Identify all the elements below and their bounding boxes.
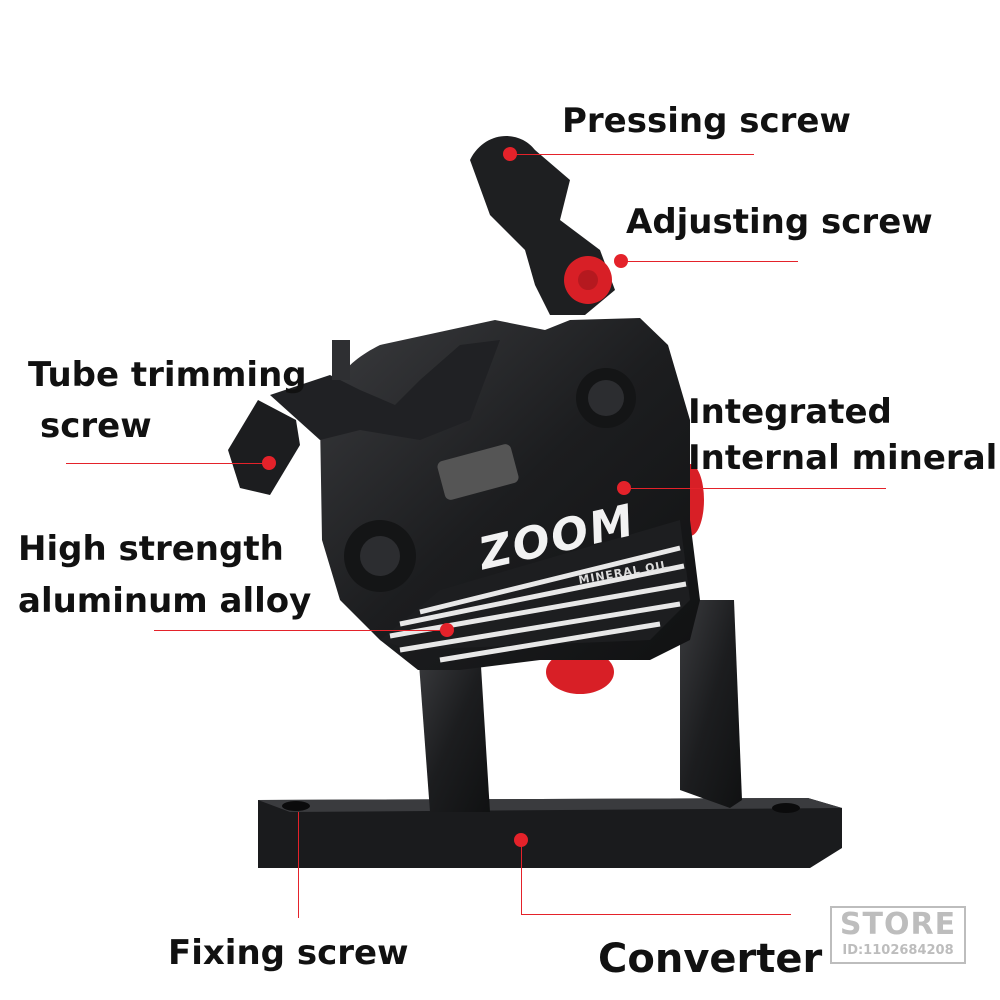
store-stamp: STORE ID:1102684208 <box>830 906 966 964</box>
marker-tube-trimming <box>262 456 276 470</box>
label-fixing-screw: Fixing screw <box>168 933 409 973</box>
label-alloy-1: High strength <box>18 529 284 569</box>
leader-pressing-screw <box>514 154 754 155</box>
label-tube-trimming-2: screw <box>40 406 152 446</box>
cable-arm <box>228 340 500 495</box>
marker-integrated <box>617 481 631 495</box>
label-converter: Converter <box>598 936 823 982</box>
label-integrated-1: Integrated <box>688 392 892 432</box>
leader-converter-v <box>521 846 522 914</box>
label-adjusting-screw: Adjusting screw <box>626 202 933 242</box>
leader-converter-h <box>521 914 791 915</box>
red-piston <box>546 650 614 694</box>
marker-alloy <box>440 623 454 637</box>
store-stamp-title: STORE <box>839 907 957 942</box>
marker-converter <box>514 833 528 847</box>
leader-adjusting-screw <box>622 261 798 262</box>
leader-fixing-screw <box>298 812 299 918</box>
leader-integrated <box>628 488 886 489</box>
label-pressing-screw: Pressing screw <box>562 101 851 141</box>
marker-pressing-screw <box>503 147 517 161</box>
label-integrated-2: Internal mineral oi <box>688 438 1000 478</box>
store-stamp-id: ID:1102684208 <box>842 943 954 958</box>
label-alloy-2: aluminum alloy <box>18 581 312 621</box>
marker-adjusting-screw <box>614 254 628 268</box>
converter-plate <box>258 798 842 868</box>
label-tube-trimming-1: Tube trimming <box>28 355 307 395</box>
leader-alloy <box>154 630 444 631</box>
striped-plate <box>380 520 690 663</box>
left-leg <box>418 650 490 812</box>
leader-tube-trimming <box>66 463 266 464</box>
right-leg <box>680 600 742 808</box>
